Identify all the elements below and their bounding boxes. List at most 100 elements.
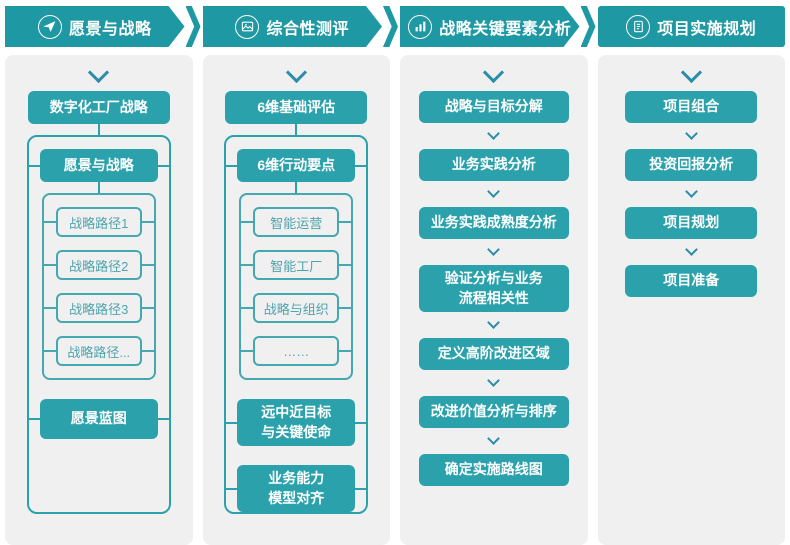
- flow-step-box: 改进价值分析与排序: [418, 396, 569, 429]
- flow-bottom-box: 愿景蓝图: [39, 399, 158, 439]
- phase-header-band: 综合性测评: [203, 6, 383, 47]
- connector-line: [157, 164, 169, 167]
- connector-line: [226, 164, 238, 167]
- connected-row: 战略路径...: [43, 336, 154, 366]
- connector-line: [339, 350, 352, 352]
- connector-line: [141, 307, 154, 309]
- phase-header-band: 项目实施规划: [597, 6, 785, 47]
- flow-step-box: 业务实践分析: [418, 149, 569, 181]
- connector-line: [141, 264, 154, 266]
- phase-column-assessment: 综合性测评 6维基础评估 6维行动要点 智能运营: [202, 6, 398, 545]
- flow-step-box: 验证分析与业务 流程相关性: [418, 265, 569, 313]
- header-arrow-separator-icon: [383, 6, 398, 47]
- flow-top-box: 数字化工厂战略: [27, 91, 170, 124]
- connector-line: [226, 487, 238, 490]
- chevron-down-icon: [487, 316, 501, 330]
- header-arrow-separator-icon: [185, 6, 201, 47]
- flow-step-box: 项目准备: [625, 265, 758, 297]
- connector-line: [43, 350, 56, 352]
- chevron-down-icon: [285, 61, 307, 84]
- flow-group-container: 愿景与战略 战略路径1 战略路径2: [26, 135, 171, 515]
- phase-grid: 愿景与战略 数字化工厂战略 愿景与战略 战略路径1: [5, 6, 785, 545]
- connector-line: [241, 350, 254, 352]
- phase-panel-vision: 数字化工厂战略 愿景与战略 战略路径1 战略: [5, 55, 193, 545]
- process-diagram: 愿景与战略 数字化工厂战略 愿景与战略 战略路径1: [5, 6, 785, 545]
- phase-header-label: 战略关键要素分析: [439, 20, 572, 38]
- connected-row: 战略路径2: [43, 250, 154, 280]
- sub-path-box: ……: [253, 336, 340, 366]
- sub-items-container: 智能运营 智能工厂 战略与组织 ……: [239, 193, 354, 380]
- connected-row: 智能运营: [241, 207, 352, 237]
- flow-bottom-box: 业务能力 模型对齐: [237, 465, 356, 513]
- connected-row: 愿景蓝图: [28, 399, 169, 439]
- connector-line: [355, 487, 367, 490]
- phase-column-planning: 项目实施规划 项目组合 投资回报分析 项目规划 项目准备: [597, 6, 785, 545]
- sub-path-box: 战略路径3: [55, 293, 142, 323]
- connected-row: 远中近目标 与关键使命: [226, 399, 367, 447]
- phase-column-analysis: 战略关键要素分析 战略与目标分解 业务实践分析 业务实践成熟度分析 验证分析与业…: [400, 6, 596, 545]
- connector-line: [28, 418, 40, 420]
- sub-path-box: 战略路径2: [55, 250, 142, 280]
- phase-header-band: 战略关键要素分析: [400, 6, 580, 47]
- connected-row: 战略路径3: [43, 293, 154, 323]
- chevron-down-icon: [680, 61, 702, 84]
- connector-line: [43, 307, 56, 309]
- connected-row: 战略路径1: [43, 207, 154, 237]
- connected-row: 业务能力 模型对齐: [226, 465, 367, 513]
- chevron-down-icon: [487, 243, 501, 256]
- chevron-down-icon: [487, 374, 501, 388]
- connector-line: [339, 307, 352, 309]
- phase-header-analysis: 战略关键要素分析: [400, 6, 596, 47]
- connector-line: [355, 421, 367, 424]
- flow-step-box: 项目规划: [625, 207, 758, 239]
- connected-row: 愿景与战略: [28, 149, 169, 182]
- sub-path-box: 战略路径1: [55, 207, 142, 237]
- connector-line: [43, 264, 56, 266]
- phase-header-band: 愿景与战略: [5, 6, 185, 47]
- chevron-down-icon: [88, 61, 110, 84]
- connected-row: ……: [241, 336, 352, 366]
- flow-step-box: 投资回报分析: [625, 149, 758, 181]
- chevron-down-icon: [487, 185, 501, 198]
- sub-path-box: 战略与组织: [253, 293, 340, 323]
- phase-panel-planning: 项目组合 投资回报分析 项目规划 项目准备: [597, 55, 785, 545]
- phase-column-vision: 愿景与战略 数字化工厂战略 愿景与战略 战略路径1: [5, 6, 201, 545]
- connected-row: 6维行动要点: [226, 149, 367, 182]
- connector-line: [157, 418, 169, 420]
- chevron-down-icon: [483, 61, 505, 84]
- chevron-down-icon: [684, 243, 698, 256]
- sub-path-box: 战略路径...: [55, 336, 142, 366]
- send-icon: [38, 15, 62, 39]
- phase-panel-analysis: 战略与目标分解 业务实践分析 业务实践成熟度分析 验证分析与业务 流程相关性 定…: [400, 55, 588, 545]
- connector-line: [241, 264, 254, 266]
- flow-top-box: 6维基础评估: [225, 91, 368, 124]
- flow-group-container: 6维行动要点 智能运营 智能工厂: [224, 135, 369, 515]
- phase-header-label: 项目实施规划: [657, 20, 757, 38]
- chevron-down-icon: [487, 432, 501, 446]
- connector-line: [355, 164, 367, 167]
- connected-row: 智能工厂: [241, 250, 352, 280]
- header-arrow-separator-icon: [580, 6, 596, 47]
- connector-line: [295, 182, 298, 193]
- bar-chart-icon: [408, 15, 432, 39]
- connector-line: [226, 421, 238, 424]
- chevron-down-icon: [487, 127, 501, 140]
- phase-header-assessment: 综合性测评: [203, 6, 398, 47]
- chevron-down-icon: [684, 185, 698, 198]
- group-title-box: 6维行动要点: [237, 149, 356, 182]
- connector-line: [28, 164, 40, 167]
- sub-path-box: 智能工厂: [253, 250, 340, 280]
- document-icon: [626, 14, 651, 39]
- flow-step-box: 项目组合: [625, 91, 758, 123]
- phase-header-planning: 项目实施规划: [597, 6, 785, 47]
- chevron-down-icon: [684, 127, 698, 140]
- connector-line: [339, 264, 352, 266]
- connector-line: [295, 124, 298, 135]
- image-icon: [235, 15, 259, 39]
- flow-bottom-box: 远中近目标 与关键使命: [237, 399, 356, 447]
- connector-line: [141, 221, 154, 223]
- sub-path-box: 智能运营: [253, 207, 340, 237]
- connector-line: [97, 182, 100, 193]
- connector-line: [241, 221, 254, 223]
- flow-step-box: 确定实施路线图: [418, 454, 569, 487]
